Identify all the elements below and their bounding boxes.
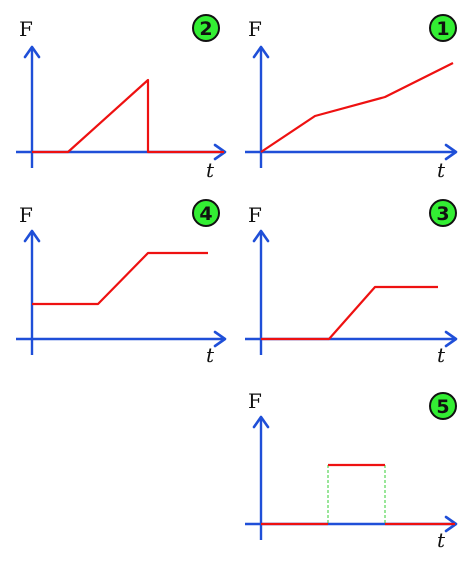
badge-number: 1 [436,18,449,40]
force-axis-arrow-icon [252,229,270,243]
graph-panel-5: Ft 5 [245,389,458,552]
force-axis-label: F [248,389,262,413]
badge-circle [429,14,457,42]
badge-circle [429,199,457,227]
force-axis-arrow-icon [23,229,41,243]
graph-number-badge: 2 [192,14,220,42]
graph-number-badge: 4 [192,199,220,227]
force-curve [261,285,438,341]
graph-panel-1: Ft 1 [245,14,458,182]
badge-number: 3 [436,203,449,225]
graph-number-badge: 1 [429,14,457,42]
graph-number-badge: 5 [429,392,457,420]
time-axis-label: t [437,158,446,182]
force-axis-arrow-icon [23,45,41,59]
force-curve [32,78,224,154]
graph-panel-4: Ft 4 [16,199,227,367]
badge-circle [192,14,220,42]
force-axis-label: F [248,17,262,41]
force-axis-arrow-icon [252,415,270,429]
time-axis-arrow-icon [213,330,227,348]
time-axis-arrow-icon [213,143,227,161]
badge-number: 4 [199,203,212,225]
graph-panel-2: Ft 2 [16,14,227,182]
badge-circle [429,392,457,420]
badge-circle [192,199,220,227]
graph-panel-3: Ft 3 [245,199,458,367]
time-axis-label: t [206,343,215,367]
graph-number-badge: 3 [429,199,457,227]
force-curve [260,62,454,153]
force-curve [32,251,208,306]
badge-number: 2 [199,18,212,40]
time-axis-arrow-icon [444,143,458,161]
time-axis-label: t [206,158,215,182]
force-axis-label: F [19,203,33,227]
badge-number: 5 [436,396,449,418]
force-axis-label: F [19,17,33,41]
time-axis-label: t [437,343,446,367]
force-axis-arrow-icon [252,45,270,59]
time-axis-label: t [437,528,446,552]
force-axis-label: F [248,203,262,227]
time-axis-arrow-icon [444,515,458,533]
time-axis-arrow-icon [444,330,458,348]
